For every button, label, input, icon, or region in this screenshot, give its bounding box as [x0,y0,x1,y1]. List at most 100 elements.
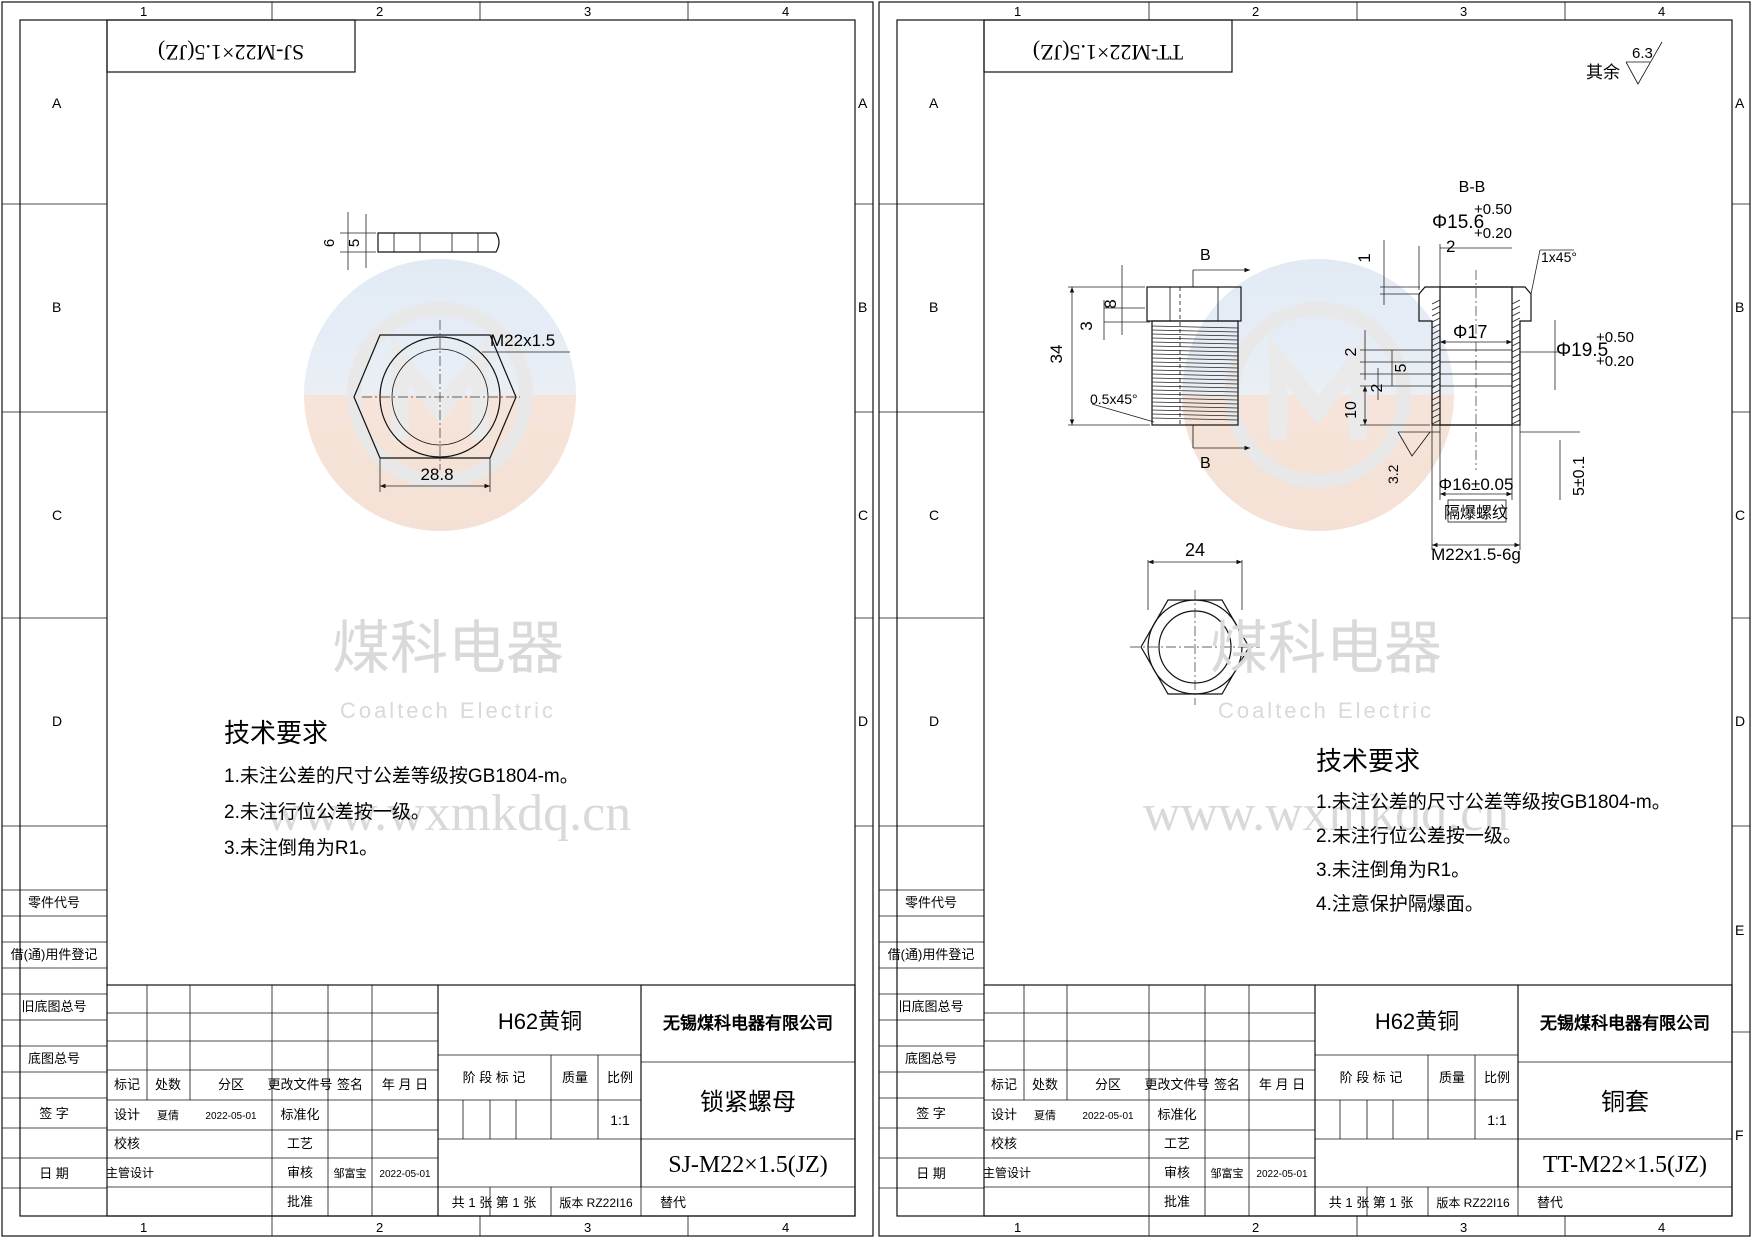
hatch-line [1511,359,1521,365]
row-label: D [858,713,868,729]
tb-mass-label: 质量 [1439,1070,1465,1085]
tb-role2: 标准化 [1157,1107,1196,1122]
row-label: C [52,507,62,523]
tol-upper: +0.50 [1474,201,1512,218]
hatch-line [1511,401,1521,407]
tb-role: 校核 [114,1136,140,1151]
col-label: 1 [1014,1220,1021,1235]
code-box [106,19,356,73]
dim-d17: Φ17 [1453,322,1487,342]
dim-2-top: 2 [1446,237,1455,256]
tb-sheets-info: 共 1 张 第 1 张 [452,1195,537,1210]
hatch-line [1511,377,1521,383]
tb-role: 设计 [991,1107,1017,1122]
col-label: 1 [140,4,147,19]
chamfer-05: 0.5x45° [1090,391,1138,407]
hatch-line [1151,413,1239,417]
col-label: 4 [1658,4,1665,19]
roughness-symbol: 其余 6.3 [1586,41,1663,85]
row-label: C [1735,507,1745,523]
tb-header: 签名 [1214,1077,1240,1092]
tb-role2: 工艺 [1164,1136,1190,1151]
hatch-line [1151,405,1239,409]
nut-front-view: M22x1.5 28.8 [353,320,570,492]
col-label: 3 [1460,4,1467,19]
hatch-line [1511,299,1521,305]
tb-header: 处数 [1032,1077,1058,1092]
hatch-line [1511,329,1521,335]
dim-d156: Φ15.6 [1432,212,1484,233]
row-label: B [52,299,61,315]
hatch-line [1151,361,1239,365]
watermark-brand-cn: 煤科电器 [1210,616,1442,681]
section-hatch-right [1511,299,1521,425]
dim-d16: Φ16±0.05 [1439,475,1514,494]
col-label: 1 [1014,4,1021,19]
col-label: 4 [1658,1220,1665,1235]
hatch-line [1511,317,1521,323]
hatch-line [1431,413,1441,419]
code-box-text: SJ-M22×1.5(JZ) [158,40,304,65]
side-label: 签 字 [916,1106,946,1121]
side-label: 日 期 [916,1166,946,1181]
tb-scale-label: 比例 [607,1070,633,1085]
tb-company: 无锡煤科电器有限公司 [662,1013,833,1033]
tech-item: 3.未注倒角为R1。 [1316,859,1470,881]
dim-5: 5 [346,239,363,247]
tb-header: 分区 [218,1077,244,1092]
col-label: 4 [782,1220,789,1235]
hatch-line [1511,413,1521,419]
dim-1: 1 [1355,253,1374,262]
tb-scale-label: 比例 [1484,1070,1510,1085]
tb-header: 更改文件号 [267,1077,332,1092]
side-label: 签 字 [39,1106,69,1121]
tb-material: H62黄铜 [1375,1009,1459,1034]
hatch-line [1431,401,1441,407]
section-hatch-left [1431,299,1441,425]
hatch-line [1431,311,1441,317]
col-label: 1 [140,1220,147,1235]
tb-role: 主管设计 [106,1165,154,1180]
tb-drawing-no: TT-M22×1.5(JZ) [1543,1152,1707,1178]
hatch-line [1511,341,1521,347]
tol-lower: +0.20 [1474,225,1512,242]
tb-version: 版本 RZ22I16 [559,1196,633,1210]
dim-10: 10 [1343,401,1360,419]
tb-design-date: 2022-05-01 [1082,1111,1134,1122]
hatch-line [1151,381,1239,385]
outer-frame [1,1,874,1237]
hatch-line [1151,369,1239,373]
section-title: B-B [1459,179,1486,196]
tech-item: 2.未注行位公差按一级。 [1316,825,1522,847]
col-label: 3 [584,4,591,19]
row-label: C [929,507,939,523]
tb-role: 主管设计 [983,1165,1031,1180]
col-label: 2 [1252,4,1259,19]
thread-hatch [1151,325,1239,421]
tb-header: 更改文件号 [1144,1077,1209,1092]
tb-role2: 工艺 [287,1136,313,1151]
hatch-line [1151,397,1239,401]
tol-lower: +0.20 [1596,353,1634,370]
hatch-line [1511,311,1521,317]
tb-reviewer: 邹富宝 [1211,1166,1244,1180]
hatch-line [1431,329,1441,335]
hatch-line [1511,419,1521,425]
row-label: B [858,299,867,315]
side-label: 借(通)用件登记 [888,947,975,962]
hatch-line [1511,353,1521,359]
tech-item: 3.未注倒角为R1。 [224,837,378,859]
tech-item: 4.注意保护隔爆面。 [1316,893,1484,915]
tech-title: 技术要求 [1316,746,1420,776]
tb-header: 标记 [991,1077,1017,1092]
roughness-value: 6.3 [1632,45,1653,62]
tb-company: 无锡煤科电器有限公司 [1539,1013,1710,1033]
hatch-line [1151,377,1239,381]
hatch-line [1151,365,1239,369]
code-box-text: TT-M22×1.5(JZ) [1033,40,1183,65]
tb-design-date: 2022-05-01 [205,1111,257,1122]
tech-requirements: 技术要求 1.未注公差的尺寸公差等级按GB1804-m。 2.未注行位公差按一级… [224,718,579,859]
hatch-line [1511,395,1521,401]
side-label: 底图总号 [28,1051,80,1066]
